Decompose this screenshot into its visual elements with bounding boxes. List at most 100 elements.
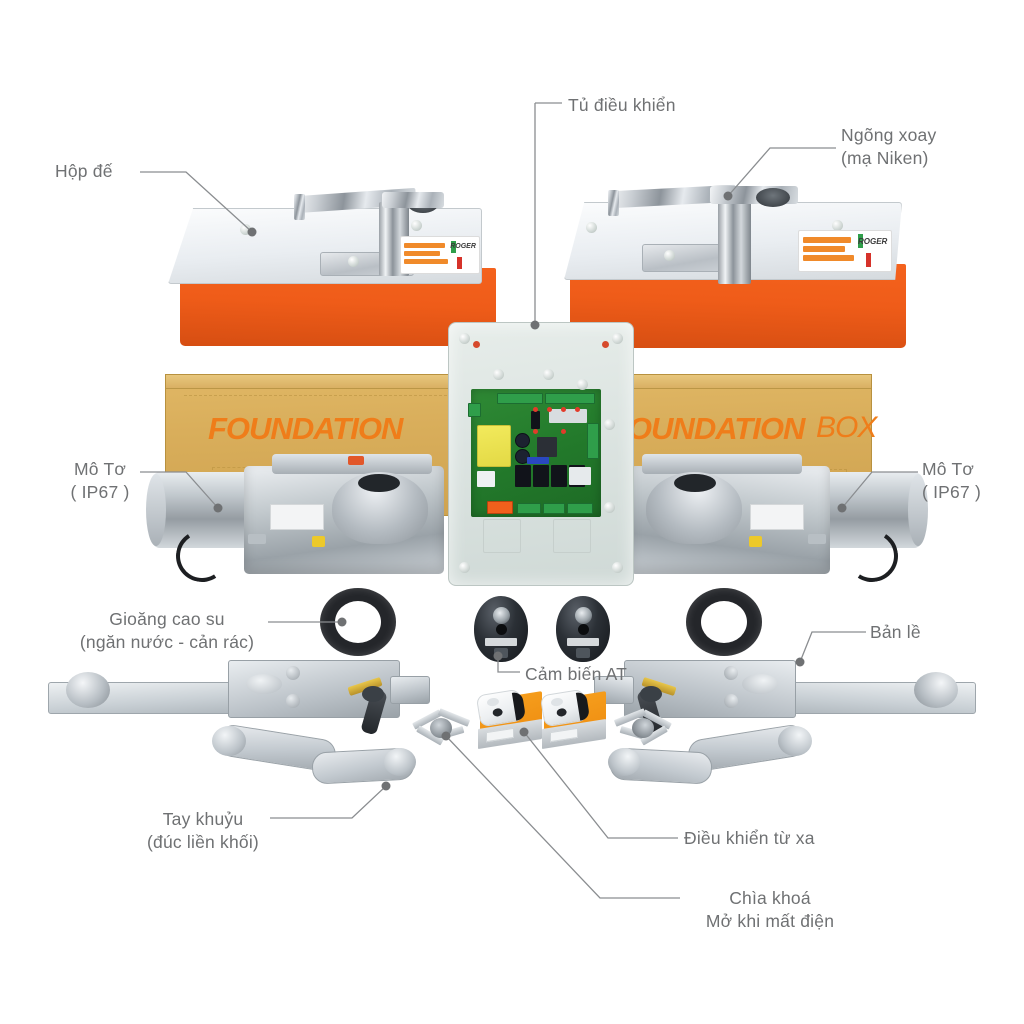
- motor-spec-label: [750, 504, 804, 530]
- label-chia-khoa: Chìa khoá Mở khi mất điện: [705, 888, 835, 931]
- hinge-rail-left: [48, 660, 468, 740]
- output-shaft-seal: [358, 474, 400, 492]
- label-dieu-khien: Điều khiển từ xa: [684, 828, 815, 848]
- status-led: [561, 429, 566, 434]
- cabinet-corner-screw: [459, 333, 470, 344]
- pcb-standoff: [577, 379, 588, 390]
- terminal-strip-right: [587, 423, 599, 459]
- sticker-bar: [802, 255, 855, 261]
- hinge-tab: [390, 676, 430, 704]
- dip-switch: [527, 457, 549, 464]
- gearbox-yoke: [642, 454, 802, 474]
- sensor-lens: [493, 607, 510, 624]
- status-led: [547, 407, 552, 412]
- sensor-lens: [575, 607, 592, 624]
- carton-word-box: BOX: [816, 411, 877, 444]
- microcontroller: [537, 437, 557, 457]
- key-ring-hub: [430, 718, 452, 738]
- lid-screw: [240, 224, 251, 235]
- receiver-module: [569, 467, 591, 485]
- flag-green: [450, 240, 456, 253]
- yellow-connector: [312, 536, 325, 547]
- cable-entry-slot: [483, 519, 521, 553]
- control-cabinet: [448, 322, 634, 586]
- terminal-strip-top: [497, 393, 543, 404]
- remote-package-left: [475, 688, 548, 752]
- sensor-emitter: [496, 624, 507, 635]
- terminal-strip-top-2: [545, 393, 595, 404]
- cable-gland: [248, 534, 266, 544]
- key-set-left: [408, 700, 478, 762]
- roger-wordmark: ROGER: [857, 237, 888, 247]
- crank-arm-left: [208, 722, 420, 794]
- remote-led: [486, 697, 500, 707]
- terminal-strip-bottom: [517, 503, 541, 514]
- gasket-bore: [335, 601, 381, 643]
- white-relay-module: [477, 471, 495, 487]
- power-terminal: [487, 501, 513, 514]
- lid-screw: [586, 222, 597, 233]
- crank-pivot-boss: [384, 748, 416, 776]
- key-ring-hub: [632, 718, 654, 738]
- sensor-emitter: [578, 624, 589, 635]
- lid-screw: [664, 250, 675, 261]
- cabinet-corner-screw: [612, 333, 623, 344]
- label-tu-dieu-khien: Tủ điều khiển: [568, 95, 676, 115]
- crank-pivot-boss: [778, 726, 812, 756]
- roger-sticker: ROGER: [400, 236, 480, 274]
- pcb-standoff: [604, 502, 615, 513]
- sensor-brand-label: [485, 638, 517, 646]
- lid-screw: [348, 256, 359, 267]
- motor-end-cap: [146, 474, 166, 546]
- rubber-gasket-left: [320, 588, 396, 656]
- foundation-box-left: ROGER: [168, 187, 508, 365]
- label-ban-le: Bản lề: [870, 622, 921, 642]
- status-led: [533, 407, 538, 412]
- carton-word-foundation: FOUNDATION: [610, 411, 805, 446]
- terminal-strip-bottom-3: [567, 503, 593, 514]
- hinge-bolt: [286, 694, 300, 708]
- relay: [515, 465, 531, 487]
- pivot-arm-hook: [294, 194, 305, 220]
- flag-green: [858, 234, 864, 248]
- label-cam-bien-at: Cảm biến AT: [525, 664, 628, 684]
- rail-pivot-bush: [66, 672, 110, 708]
- sticker-bar: [802, 246, 845, 252]
- yellow-connector: [749, 536, 762, 547]
- sticker-bar: [802, 237, 851, 243]
- label-tay-khuyu: Tay khuỷu (đúc liền khối): [147, 809, 259, 852]
- carton-top-flap: [166, 375, 506, 389]
- lever-knob: [362, 686, 384, 702]
- sticker-bar: [404, 258, 448, 264]
- cable-entry-slot: [553, 519, 591, 553]
- status-led: [561, 407, 566, 412]
- relay: [533, 465, 549, 487]
- sticker-bar: [404, 242, 445, 248]
- side-terminal: [468, 403, 481, 417]
- at-sensor-left: [474, 596, 528, 662]
- nickel-pivot-post: [718, 198, 751, 284]
- lid-screw: [411, 220, 422, 231]
- hinge-bolt: [724, 694, 738, 708]
- roger-sticker: ROGER: [798, 230, 892, 272]
- motor-assembly-left: [146, 452, 462, 604]
- motor-assembly-right: [612, 452, 928, 604]
- hinge-cap-disc: [246, 674, 282, 694]
- label-gioang-cao-su: Gioăng cao su (ngăn nước - cản rác): [79, 609, 255, 652]
- pivot-arm-hook: [608, 190, 619, 216]
- carton-dash-line: [184, 395, 492, 414]
- status-led: [575, 407, 580, 412]
- motor-spec-label: [270, 504, 324, 530]
- leader-ban-le: [799, 631, 866, 663]
- pivot-arm-top-plate: [382, 192, 444, 208]
- pcb-standoff: [543, 369, 554, 380]
- rubber-gasket-right: [686, 588, 762, 656]
- cabinet-led-red: [602, 341, 609, 348]
- pcb-standoff: [493, 369, 504, 380]
- key-set-right: [606, 700, 676, 762]
- rail-pivot-bush: [914, 672, 958, 708]
- label-mo-to-trai: Mô Tơ ( IP67 ): [70, 459, 130, 502]
- remote-led: [550, 697, 564, 707]
- hinge-cap-disc: [742, 674, 778, 694]
